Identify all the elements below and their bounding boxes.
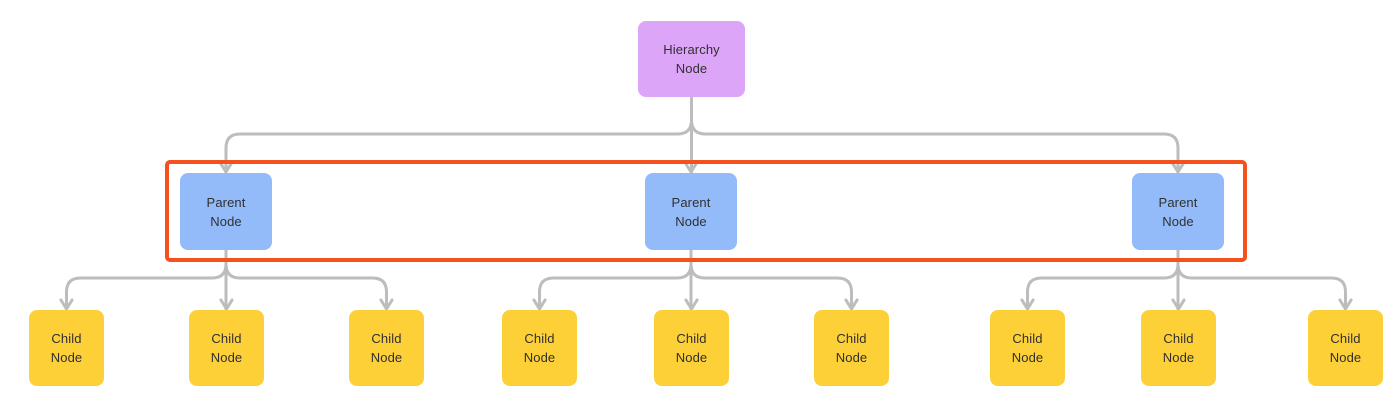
node-label: Child Node xyxy=(1162,331,1195,365)
node-parent-2[interactable]: Parent Node xyxy=(1132,173,1224,250)
node-child-8[interactable]: Child Node xyxy=(1308,310,1383,386)
node-parent-0[interactable]: Parent Node xyxy=(180,173,272,250)
edge-parent-2-to-child-6-arrowhead xyxy=(1020,298,1035,311)
node-child-5[interactable]: Child Node xyxy=(814,310,889,386)
node-label: Child Node xyxy=(370,331,403,365)
node-hierarchy-root[interactable]: Hierarchy Node xyxy=(638,21,745,97)
node-child-6[interactable]: Child Node xyxy=(990,310,1065,386)
edge-parent-0-to-child-0-arrowhead xyxy=(59,298,74,311)
edge-parent-2-to-child-7-arrowhead xyxy=(1171,298,1186,311)
node-label: Parent Node xyxy=(671,194,711,229)
node-label: Parent Node xyxy=(206,194,246,229)
node-label: Child Node xyxy=(1011,331,1044,365)
node-child-3[interactable]: Child Node xyxy=(502,310,577,386)
edge-parent-1-to-child-5-arrowhead xyxy=(844,298,859,311)
edge-parent-1-to-child-3-arrowhead xyxy=(532,298,547,311)
node-child-1[interactable]: Child Node xyxy=(189,310,264,386)
node-label: Child Node xyxy=(50,331,83,365)
node-label: Hierarchy Node xyxy=(663,42,720,76)
node-label: Parent Node xyxy=(1158,194,1198,229)
edge-parent-1-to-child-4-arrowhead xyxy=(684,298,699,311)
edge-parent-0-to-child-2-arrowhead xyxy=(379,298,394,311)
node-child-4[interactable]: Child Node xyxy=(654,310,729,386)
edge-parent-0-to-child-1-arrowhead xyxy=(219,298,234,311)
node-label: Child Node xyxy=(835,331,868,365)
node-child-7[interactable]: Child Node xyxy=(1141,310,1216,386)
node-label: Child Node xyxy=(210,331,243,365)
node-child-2[interactable]: Child Node xyxy=(349,310,424,386)
edge-parent-2-to-child-8-arrowhead xyxy=(1338,298,1353,311)
node-child-0[interactable]: Child Node xyxy=(29,310,104,386)
node-label: Child Node xyxy=(1329,331,1362,365)
node-parent-1[interactable]: Parent Node xyxy=(645,173,737,250)
node-label: Child Node xyxy=(675,331,708,365)
node-label: Child Node xyxy=(523,331,556,365)
